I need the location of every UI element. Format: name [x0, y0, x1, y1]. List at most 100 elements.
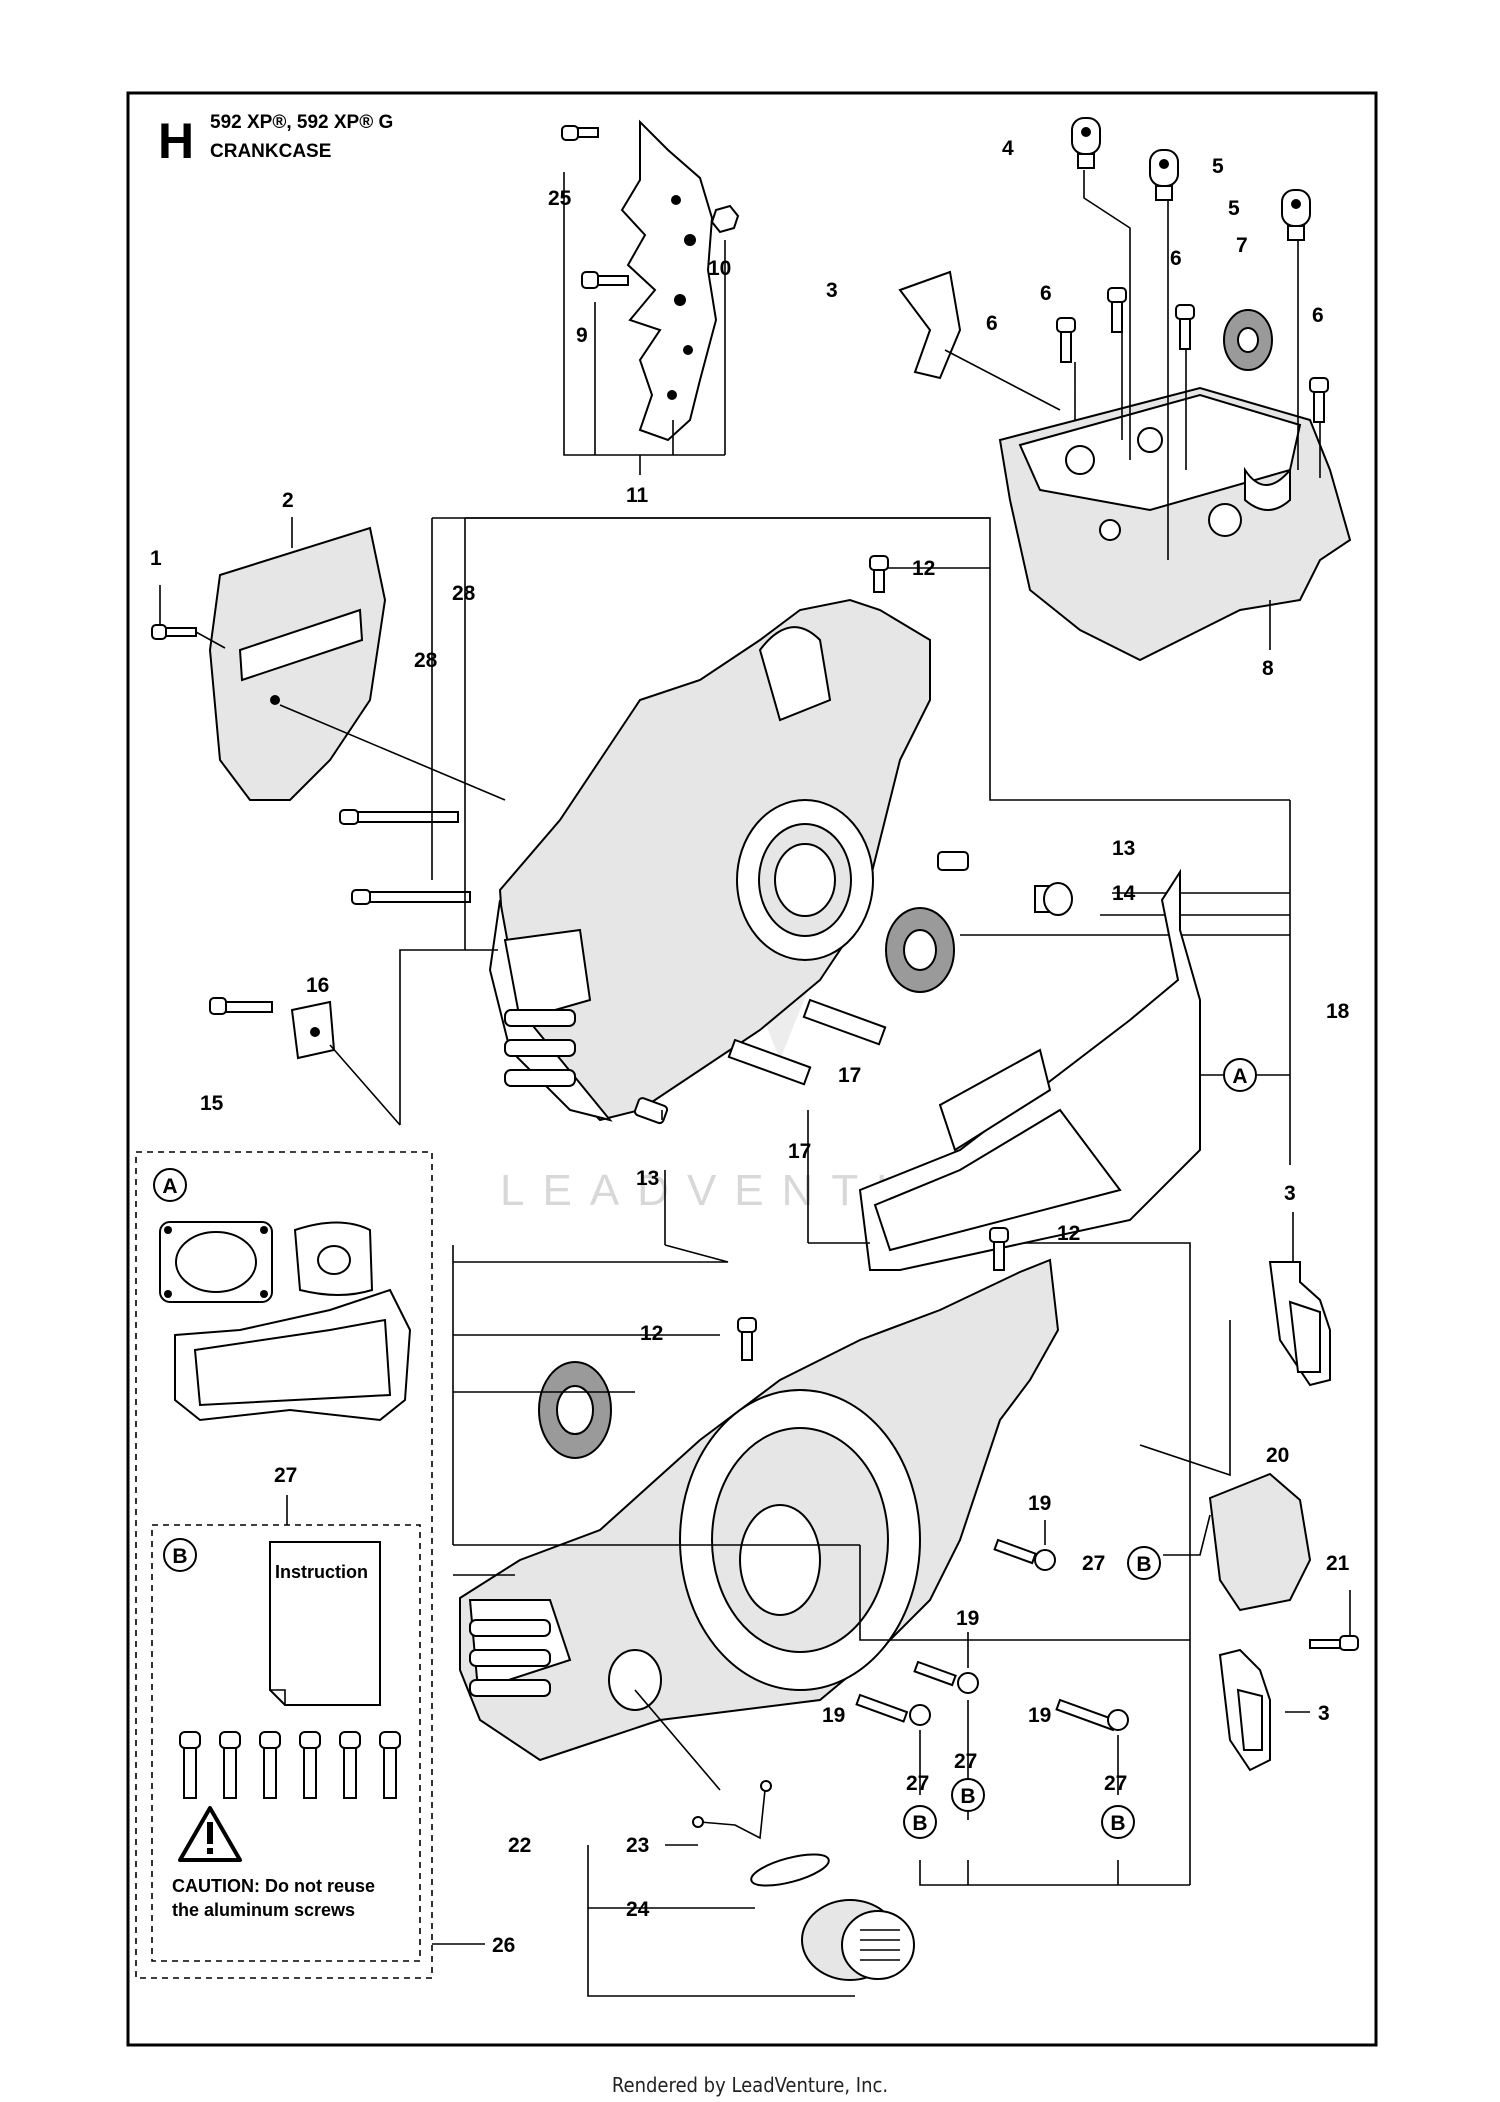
callout-15: 15 — [200, 1092, 224, 1115]
screw-19-c — [855, 1693, 931, 1726]
callout-28-a: 28 — [452, 582, 476, 605]
kit-b-box — [151, 1524, 421, 1962]
screw-12-mid — [989, 1227, 1009, 1271]
callout-23: 23 — [626, 1834, 649, 1857]
screw-19-a — [993, 1538, 1056, 1571]
kit-a-crankcase-gasket — [174, 1288, 412, 1422]
cover-20 — [1208, 1472, 1312, 1612]
guide-screw-25 — [561, 125, 599, 141]
svg-text:A: A — [162, 1175, 177, 1198]
svg-text:B: B — [912, 1812, 927, 1835]
callout-6-a: 6 — [986, 312, 998, 335]
callout-1: 1 — [150, 547, 162, 570]
leader-11 — [563, 172, 726, 456]
callout-27-kit: 27 — [274, 1464, 297, 1487]
section-title: CRANKCASE — [210, 141, 331, 162]
callout-14: 14 — [1112, 882, 1136, 905]
callout-10: 10 — [708, 257, 731, 280]
marker-a-main: A — [1223, 1058, 1257, 1092]
callout-24: 24 — [626, 1898, 650, 1921]
oil-cap-22 — [801, 1899, 915, 1981]
dowel-17a — [802, 998, 887, 1046]
cylinder-cover-8 — [998, 386, 1352, 662]
svg-text:B: B — [960, 1785, 975, 1808]
caution-line-2: the aluminum screws — [172, 1900, 355, 1920]
long-bolts-28 — [339, 809, 471, 905]
screw-12-low — [737, 1317, 757, 1361]
rubber-buffer-5b — [1281, 189, 1311, 241]
bearing-lower — [538, 1361, 612, 1459]
screw-21 — [1309, 1635, 1359, 1651]
filter-screen-7 — [1223, 309, 1273, 371]
leaders-lower-case — [452, 1110, 1190, 1641]
crankcase-half-lower — [459, 1258, 1060, 1762]
callout-19-c: 19 — [822, 1704, 845, 1727]
svg-text:B: B — [1136, 1553, 1151, 1576]
footer-credit: Rendered by LeadVenture, Inc. — [612, 2073, 888, 2097]
svg-text:B: B — [172, 1545, 187, 1568]
callout-27-b1: 27 — [1082, 1552, 1105, 1575]
callout-6-b: 6 — [1040, 282, 1052, 305]
callout-3-low: 3 — [1318, 1702, 1330, 1725]
warning-icon — [178, 1806, 242, 1862]
instruction-label: Instruction — [275, 1562, 368, 1582]
gasket-a-main — [858, 868, 1201, 1271]
svg-text:B: B — [1110, 1812, 1125, 1835]
callout-6-c: 6 — [1170, 247, 1182, 270]
leaders-cover — [944, 170, 1321, 650]
callout-3-mid: 3 — [1284, 1182, 1296, 1205]
callout-22: 22 — [508, 1834, 531, 1857]
marker-b-4: B — [1101, 1805, 1135, 1839]
callout-8: 8 — [1262, 657, 1274, 680]
leaders-19-27 — [919, 1520, 1191, 1886]
plate-16 — [290, 1000, 336, 1060]
kit-a-box — [135, 1151, 433, 1979]
bar-plate-2 — [208, 526, 387, 801]
callout-18: 18 — [1326, 1000, 1350, 1023]
chain-guide-plate — [620, 119, 718, 442]
plug-14 — [1034, 882, 1073, 916]
screw-icon — [179, 1731, 401, 1799]
mounting-bracket-3-top — [898, 270, 962, 380]
callout-20: 20 — [1266, 1444, 1289, 1467]
callout-6-d: 6 — [1312, 304, 1324, 327]
oil-tube-23 — [692, 1780, 772, 1840]
callout-5-b: 5 — [1228, 197, 1240, 220]
callout-9: 9 — [576, 324, 588, 347]
rubber-buffer-4 — [1071, 117, 1101, 169]
screw-12-top — [869, 555, 889, 593]
callout-16: 16 — [306, 974, 329, 997]
screw-19-d — [1055, 1698, 1129, 1732]
callout-12-low: 12 — [640, 1322, 663, 1345]
bearing-upper — [885, 907, 955, 993]
callout-27-b2: 27 — [906, 1772, 929, 1795]
marker-b-2: B — [903, 1805, 937, 1839]
marker-a-kit: A — [153, 1168, 187, 1202]
callout-11: 11 — [626, 484, 649, 507]
callout-19-d: 19 — [1028, 1704, 1051, 1727]
svg-text:A: A — [1232, 1065, 1247, 1088]
callout-7: 7 — [1236, 234, 1248, 257]
kit-a-cylinder-gasket — [159, 1221, 273, 1303]
o-ring-24 — [750, 1853, 830, 1887]
model-title: 592 XP®, 592 XP® G — [210, 112, 393, 133]
screws-6 — [1056, 287, 1329, 423]
bracket-3-lower — [1218, 1648, 1271, 1772]
callout-19-a: 19 — [1028, 1492, 1051, 1515]
callout-27-b4: 27 — [1104, 1772, 1127, 1795]
leaders-crankcase-18 — [431, 517, 1291, 1640]
callout-13-low: 13 — [636, 1167, 659, 1190]
screw-15 — [209, 997, 273, 1015]
leaders-22-24 — [587, 1689, 855, 1997]
guide-nut-10 — [710, 204, 740, 234]
sleeve-13-upper — [937, 851, 969, 871]
callout-25: 25 — [548, 187, 572, 210]
callout-26: 26 — [492, 1934, 515, 1957]
section-letter: H — [158, 113, 194, 169]
bracket-3-right — [1268, 1261, 1331, 1387]
kit-a-exhaust-gasket — [293, 1221, 374, 1296]
diagram-frame — [126, 91, 1378, 2047]
sleeve-13-lower — [633, 1097, 669, 1125]
marker-b-1: B — [1127, 1546, 1161, 1580]
